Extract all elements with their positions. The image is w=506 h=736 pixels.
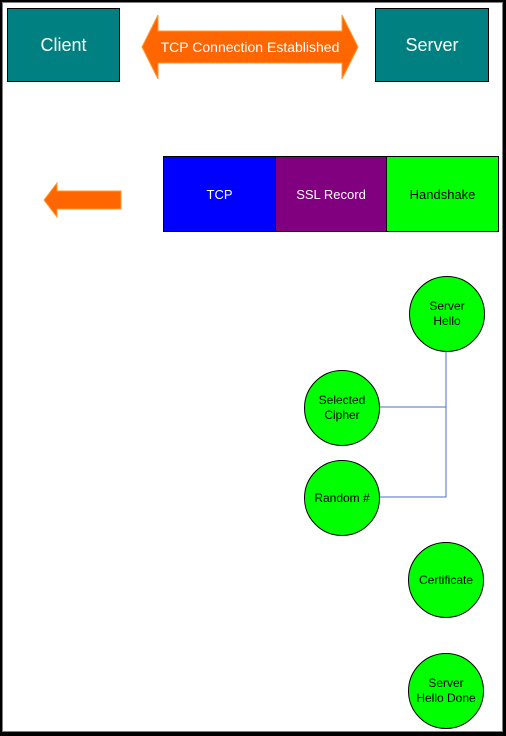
selected-cipher-circle: Selected Cipher [304,370,380,446]
ssl-record-segment-label: SSL Record [296,186,366,202]
server-label: Server [405,34,459,55]
server-hello-circle: Server Hello [409,276,485,352]
handshake-segment-label: Handshake [409,186,476,202]
certificate-circle: Certificate [408,542,484,618]
client-box: Client [7,8,120,82]
server-box: Server [375,8,489,82]
random-circle: Random # [304,460,380,536]
left-arrow-icon [43,181,122,219]
double-arrow-icon [141,14,359,80]
tcp-segment-label: TCP [206,186,233,202]
client-label: Client [40,34,87,55]
connector-lines [43,14,447,498]
server-hello-done-circle: Server Hello Done [408,653,484,729]
connection-arrow-label: TCP Connection Established [160,39,340,55]
ssl-record-segment: SSL Record [275,156,387,232]
tcp-segment: TCP [163,156,276,232]
connector-line [379,350,447,498]
handshake-segment: Handshake [386,156,499,232]
